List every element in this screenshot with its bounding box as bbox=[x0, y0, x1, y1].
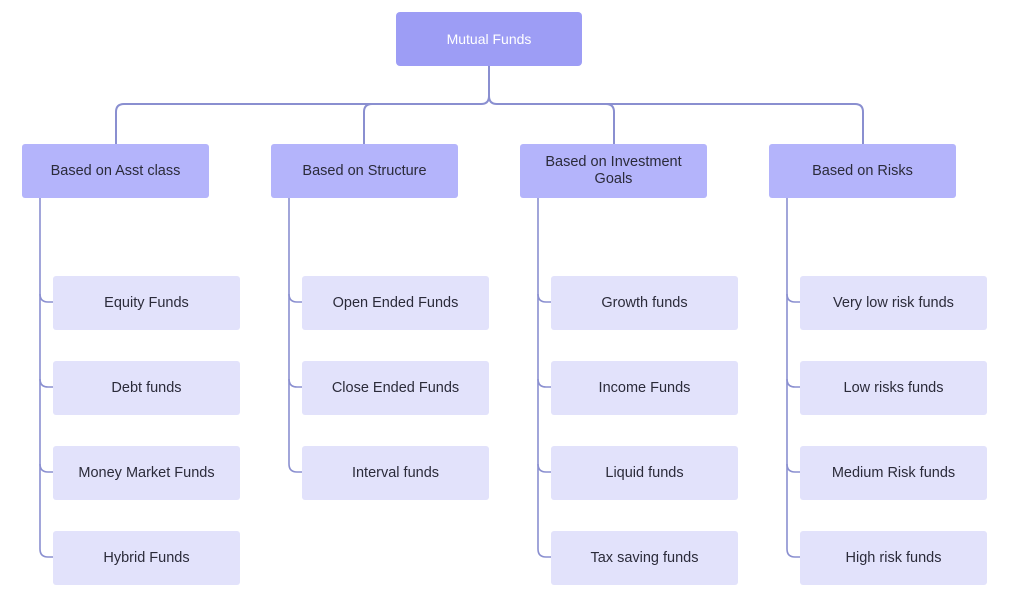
connector-col-3-leaf-1 bbox=[537, 293, 551, 303]
category-label: Based on Asst class bbox=[50, 162, 181, 179]
connector-root-bus bbox=[115, 66, 490, 144]
leaf-low-risks-funds: Low risks funds bbox=[800, 361, 987, 415]
connector-cat-3 bbox=[605, 103, 615, 144]
leaf-label: Equity Funds bbox=[104, 294, 189, 311]
leaf-close-ended-funds: Close Ended Funds bbox=[302, 361, 489, 415]
leaf-equity-funds: Equity Funds bbox=[53, 276, 240, 330]
connector-col-1-leaf-1 bbox=[39, 293, 53, 303]
leaf-label: Interval funds bbox=[351, 464, 440, 481]
leaf-liquid-funds: Liquid funds bbox=[551, 446, 738, 500]
leaf-tax-saving-funds: Tax saving funds bbox=[551, 531, 738, 585]
category-asset-class: Based on Asst class bbox=[22, 144, 209, 198]
category-label: Based on Investment Goals bbox=[545, 154, 682, 187]
leaf-income-funds: Income Funds bbox=[551, 361, 738, 415]
leaf-money-market-funds: Money Market Funds bbox=[53, 446, 240, 500]
connector-col-2-leaf-1 bbox=[288, 293, 302, 303]
connector-col-1-leaf-3 bbox=[39, 463, 53, 473]
leaf-label: Hybrid Funds bbox=[103, 549, 190, 566]
connector-col-2-leaf-2 bbox=[288, 378, 302, 388]
category-label: Based on Structure bbox=[302, 162, 427, 179]
category-investment-goals: Based on Investment Goals bbox=[520, 144, 707, 198]
connector-col-1-leaf-2 bbox=[39, 378, 53, 388]
leaf-label: Very low risk funds bbox=[833, 294, 954, 311]
leaf-high-risk-funds: High risk funds bbox=[800, 531, 987, 585]
leaf-interval-funds: Interval funds bbox=[302, 446, 489, 500]
category-label: Based on Risks bbox=[812, 162, 913, 179]
leaf-very-low-risk-funds: Very low risk funds bbox=[800, 276, 987, 330]
connector-col-3-spine bbox=[537, 198, 551, 558]
root-node: Mutual Funds bbox=[396, 12, 582, 66]
leaf-label: Open Ended Funds bbox=[332, 294, 459, 311]
leaf-label: Tax saving funds bbox=[590, 549, 699, 566]
connector-col-4-leaf-3 bbox=[786, 463, 800, 473]
connector-col-1-spine bbox=[39, 198, 53, 558]
connector-root-bus-right bbox=[488, 95, 864, 144]
leaf-medium-risk-funds: Medium Risk funds bbox=[800, 446, 987, 500]
leaf-label: Debt funds bbox=[111, 379, 182, 396]
leaf-label: Liquid funds bbox=[605, 464, 684, 481]
leaf-label: Low risks funds bbox=[843, 379, 944, 396]
connector-col-4-spine bbox=[786, 198, 800, 558]
category-structure: Based on Structure bbox=[271, 144, 458, 198]
leaf-label: High risk funds bbox=[845, 549, 942, 566]
connector-col-4-leaf-1 bbox=[786, 293, 800, 303]
leaf-label: Growth funds bbox=[601, 294, 688, 311]
leaf-label: Money Market Funds bbox=[78, 464, 215, 481]
connector-col-2-spine bbox=[288, 198, 302, 473]
connector-col-3-leaf-3 bbox=[537, 463, 551, 473]
connector-col-4-leaf-2 bbox=[786, 378, 800, 388]
connector-cat-2 bbox=[363, 103, 373, 144]
leaf-open-ended-funds: Open Ended Funds bbox=[302, 276, 489, 330]
category-risks: Based on Risks bbox=[769, 144, 956, 198]
leaf-label: Close Ended Funds bbox=[331, 379, 460, 396]
leaf-label: Income Funds bbox=[598, 379, 691, 396]
leaf-debt-funds: Debt funds bbox=[53, 361, 240, 415]
leaf-label: Medium Risk funds bbox=[831, 464, 956, 481]
root-label: Mutual Funds bbox=[446, 30, 532, 47]
leaf-growth-funds: Growth funds bbox=[551, 276, 738, 330]
leaf-hybrid-funds: Hybrid Funds bbox=[53, 531, 240, 585]
connector-col-3-leaf-2 bbox=[537, 378, 551, 388]
